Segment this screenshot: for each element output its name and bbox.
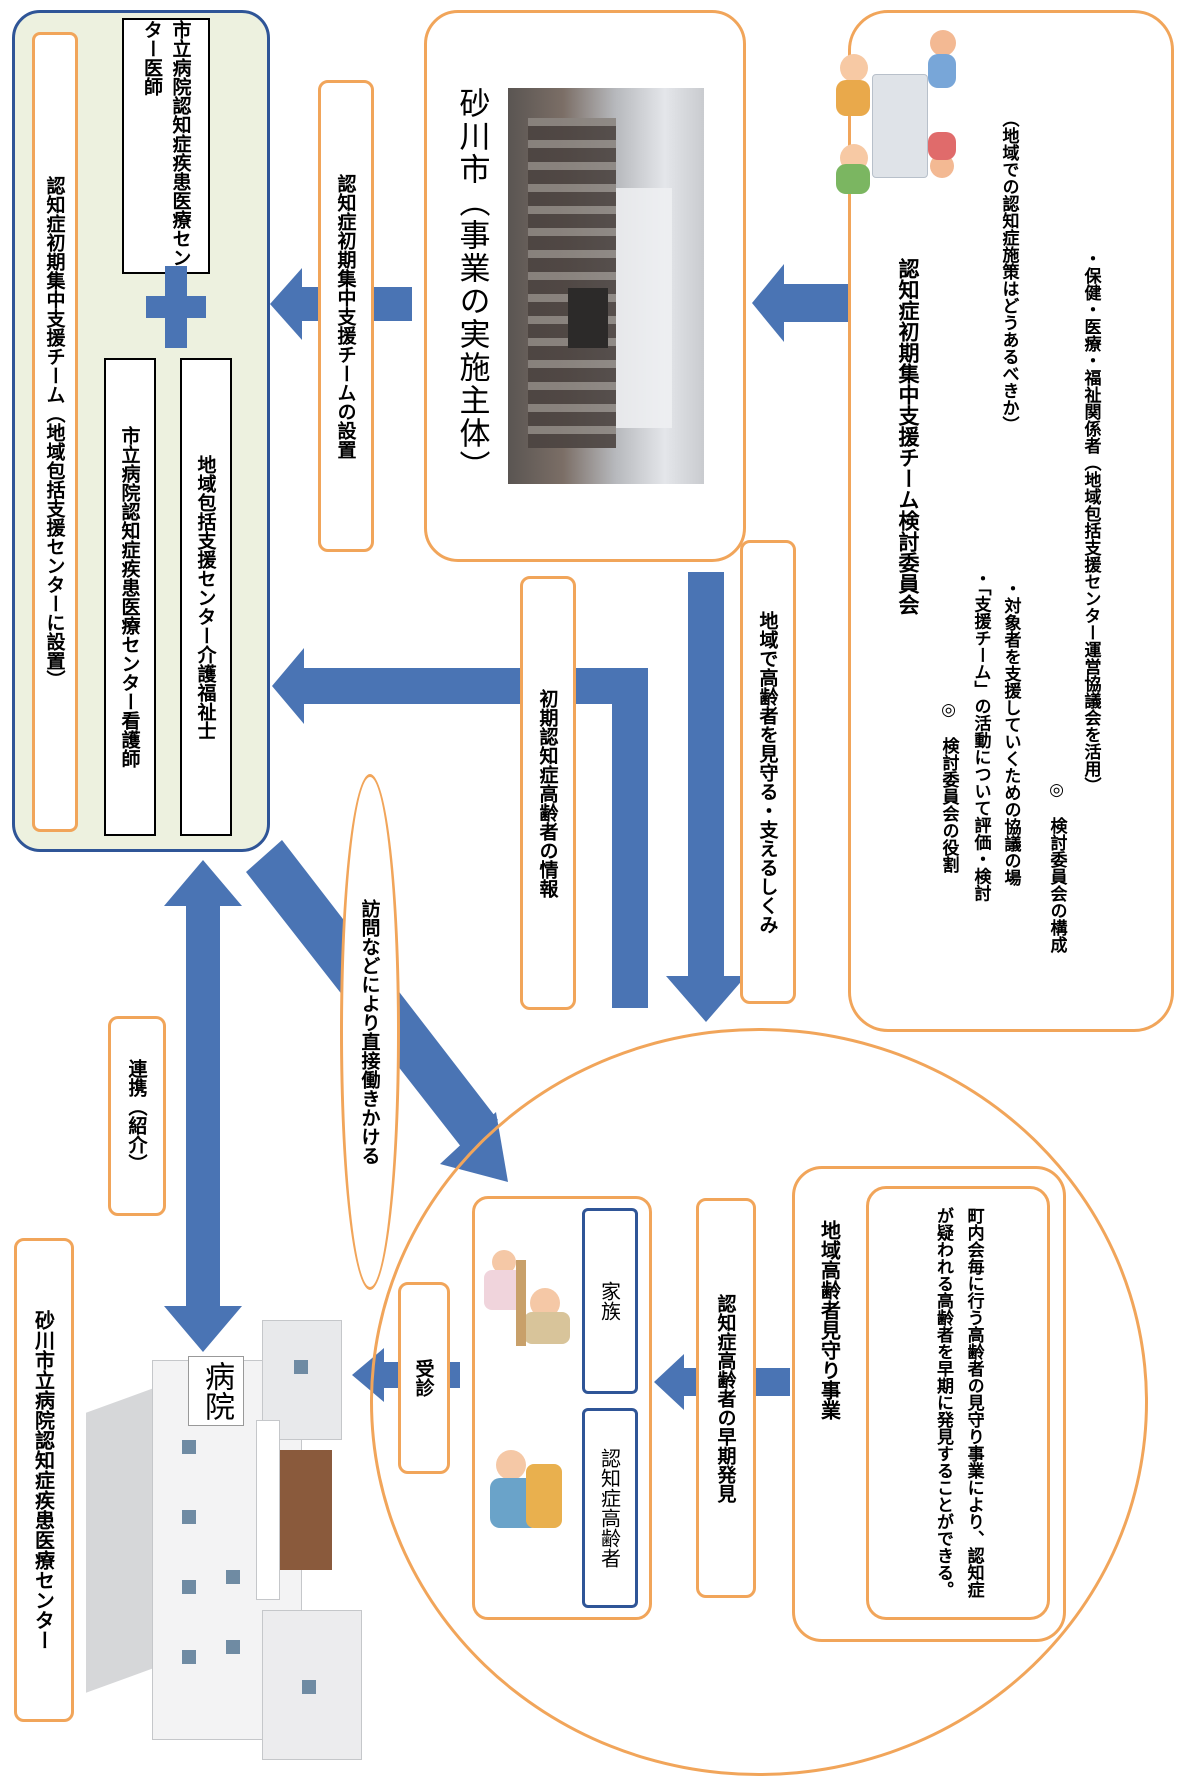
info-label: 初期認知症高齢者の情報 (536, 688, 559, 898)
committee-box (848, 10, 1174, 1032)
hospital-sign: 病院 (188, 1356, 244, 1426)
committee-to-city-arrow (752, 264, 848, 342)
team-doctor-box: 市立病院認知症疾患医療センター医師 (122, 18, 210, 274)
community-circle (370, 1028, 1148, 1776)
watch-arrow (666, 572, 746, 1022)
committee-members-heading: ◎ 検討委員会の構成 (1046, 780, 1067, 953)
team-title-box: 認知症初期集中支援チーム（地域包括支援センターに設置） (32, 32, 78, 832)
meeting-illustration (836, 14, 956, 194)
team-title: 認知症初期集中支援チーム（地域包括支援センターに設置） (43, 175, 66, 689)
link-label-box: 連携（紹介） (108, 1016, 166, 1216)
hospital-name-box: 砂川市立病院認知症疾患医療センター (14, 1238, 74, 1722)
patient-illustration (486, 1444, 568, 1544)
committee-role-heading: ◎ 検討委員会の役割 (938, 700, 959, 873)
team-care-worker: 地域包括支援センター介護福祉士 (194, 454, 217, 740)
family-box: 家族 (582, 1208, 638, 1394)
program-desc-box: 町内会毎に行う高齢者の見守り事業により、認知症が疑われる高齢者を早期に発見するこ… (866, 1186, 1050, 1620)
committee-role-2: ・対象者を支援していくための協議の場 (1000, 580, 1021, 886)
info-arrow (272, 648, 648, 1008)
early-label: 認知症高齢者の早期発見 (714, 1293, 737, 1503)
program-title: 地域高齢者見守り事業 (817, 1220, 842, 1420)
setup-label-box: 認知症初期集中支援チームの設置 (318, 80, 374, 552)
committee-title: 認知症初期集中支援チーム検討委員会 (896, 258, 920, 615)
team-nurse-box: 市立病院認知症疾患医療センター看護師 (104, 358, 156, 836)
program-desc: 町内会毎に行う高齢者の見守り事業により、認知症が疑われる高齢者を早期に発見するこ… (933, 1207, 984, 1598)
visit-label-oval: 訪問などにより直接働きかける (340, 774, 400, 1290)
committee-note: （地域での認知症施策はどうあるべきか） (998, 110, 1019, 433)
link-label: 連携（紹介） (125, 1059, 148, 1173)
plus-icon (146, 266, 206, 348)
info-label-box: 初期認知症高齢者の情報 (520, 576, 576, 1010)
family-label: 家族 (597, 1281, 622, 1321)
watch-label: 地域で高齢者を見守る・支えるしくみ (756, 610, 779, 934)
team-nurse: 市立病院認知症疾患医療センター看護師 (118, 426, 141, 768)
link-arrow (164, 860, 242, 1352)
setup-label: 認知症初期集中支援チームの設置 (334, 173, 357, 459)
patient-box: 認知症高齢者 (582, 1408, 638, 1608)
committee-role-1: ・「支援チーム」の活動について評価・検討 (970, 570, 991, 902)
family-illustration (484, 1240, 576, 1350)
committee-members-1: ・保健・医療・福祉関係者（地域包括支援センター運営協議会を活用） (1080, 250, 1101, 794)
hospital-building-illustration: 病院 (86, 1320, 366, 1762)
early-label-box: 認知症高齢者の早期発見 (696, 1198, 756, 1598)
watch-label-box: 地域で高齢者を見守る・支えるしくみ (740, 540, 796, 1004)
hospital-name: 砂川市立病院認知症疾患医療センター (31, 1310, 56, 1650)
city-title: 砂川市（事業の実施主体） (453, 87, 490, 483)
team-doctor: 市立病院認知症疾患医療センター医師 (141, 20, 192, 267)
visit-label: 訪問などにより直接働きかける (358, 899, 381, 1165)
patient-label: 認知症高齢者 (597, 1448, 622, 1568)
city-hall-photo (508, 88, 704, 484)
team-care-worker-box: 地域包括支援センター介護福祉士 (180, 358, 232, 836)
